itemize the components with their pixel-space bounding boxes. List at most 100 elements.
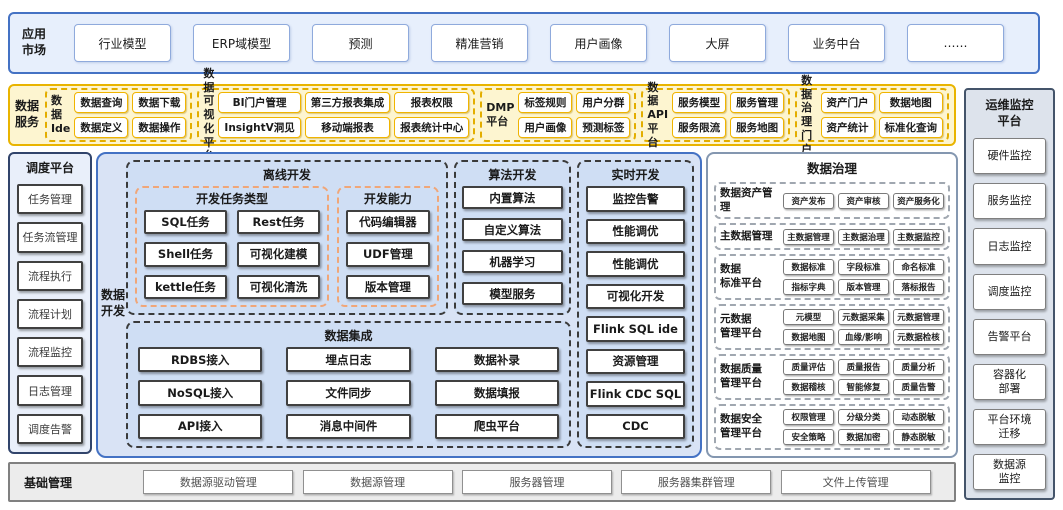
governance-chip[interactable]: 数据标准 [783,259,834,275]
ops-item[interactable]: 硬件监控 [973,138,1046,175]
service-chip[interactable]: 资产统计 [820,117,875,138]
base-management-item[interactable]: 数据源驱动管理 [143,470,294,494]
governance-chip[interactable]: 元数据检核 [893,329,944,345]
governance-chip[interactable]: 动态脱敏 [893,409,944,425]
realtime-item[interactable]: 性能调优 [586,218,685,244]
governance-chip[interactable]: 元数据采集 [838,309,889,325]
governance-chip[interactable]: 数据地图 [783,329,834,345]
service-chip[interactable]: 移动端报表 [304,117,391,138]
governance-chip[interactable]: 资产服务化 [893,192,944,209]
application-item[interactable]: ERP域模型 [193,24,290,62]
governance-chip[interactable]: 数据加密 [838,429,889,445]
base-management-item[interactable]: 数据源管理 [302,470,453,494]
governance-chip[interactable]: 主数据治理 [838,228,889,245]
governance-chip[interactable]: 质量报告 [838,359,889,375]
ops-item[interactable]: 数据源 监控 [973,453,1046,491]
algorithm-item[interactable]: 机器学习 [461,250,563,273]
dev-capability-item[interactable]: 版本管理 [345,274,430,299]
dev-task-item[interactable]: Shell任务 [144,242,227,267]
integration-item[interactable]: 消息中间件 [286,413,411,439]
application-item[interactable]: 精准营销 [431,24,528,62]
algorithm-item[interactable]: 内置算法 [461,186,563,209]
realtime-item[interactable]: 可视化开发 [586,283,685,309]
service-chip[interactable]: 用户分群 [576,92,631,113]
governance-chip[interactable]: 资产发布 [783,192,834,209]
base-management-item[interactable]: 服务器管理 [461,470,612,494]
service-chip[interactable]: 标准化查询 [878,117,943,138]
governance-chip[interactable]: 落标报告 [893,279,944,295]
realtime-item[interactable]: Flink CDC SQL [586,381,685,407]
dev-task-item[interactable]: 可视化建模 [236,242,320,267]
ops-item[interactable]: 调度监控 [973,273,1046,310]
service-chip[interactable]: 用户画像 [518,117,573,138]
ops-item[interactable]: 服务监控 [973,183,1046,220]
application-item[interactable]: 大屏 [669,24,766,62]
integration-item[interactable]: RDBS接入 [138,347,263,373]
service-chip[interactable]: 数据定义 [74,117,129,138]
governance-chip[interactable]: 主数据监控 [893,228,944,245]
service-chip[interactable]: BI门户管理 [218,92,301,113]
realtime-item[interactable]: 监控告警 [586,186,685,212]
application-item[interactable]: …… [907,24,1004,62]
integration-item[interactable]: 数据补录 [434,347,559,373]
service-chip[interactable]: 数据操作 [132,117,187,138]
application-item[interactable]: 业务中台 [788,24,885,62]
ops-item[interactable]: 告警平台 [973,318,1046,355]
base-management-item[interactable]: 服务器集群管理 [621,470,772,494]
governance-chip[interactable]: 字段标准 [838,259,889,275]
governance-chip[interactable]: 资产审核 [838,192,889,209]
governance-chip[interactable]: 智能修复 [838,379,889,395]
governance-chip[interactable]: 命名标准 [893,259,944,275]
governance-chip[interactable]: 质量告警 [893,379,944,395]
realtime-item[interactable]: 性能调优 [586,251,685,277]
governance-chip[interactable]: 血缘/影响 [838,329,889,345]
service-chip[interactable]: 数据查询 [74,92,129,113]
application-item[interactable]: 预测 [312,24,409,62]
dev-task-item[interactable]: kettle任务 [144,274,227,299]
service-chip[interactable]: 标签规则 [518,92,573,113]
dev-capability-item[interactable]: UDF管理 [345,242,430,267]
service-chip[interactable]: 数据下载 [132,92,187,113]
dev-task-item[interactable]: 可视化清洗 [236,274,320,299]
service-chip[interactable]: 服务地图 [730,117,785,138]
integration-item[interactable]: 文件同步 [286,380,411,406]
governance-chip[interactable]: 指标字典 [783,279,834,295]
governance-chip[interactable]: 主数据管理 [783,228,834,245]
base-management-item[interactable]: 文件上传管理 [780,470,931,494]
governance-chip[interactable]: 元模型 [783,309,834,325]
governance-chip[interactable]: 安全策略 [783,429,834,445]
algorithm-item[interactable]: 自定义算法 [461,218,563,241]
ops-item[interactable]: 平台环境 迁移 [973,408,1046,445]
integration-item[interactable]: NoSQL接入 [138,380,263,406]
service-chip[interactable]: 服务限流 [672,117,727,138]
scheduler-item[interactable]: 调度告警 [17,413,83,444]
application-item[interactable]: 行业模型 [74,24,171,62]
service-chip[interactable]: InsightV洞见 [218,117,301,138]
dev-task-item[interactable]: Rest任务 [236,210,320,235]
application-item[interactable]: 用户画像 [550,24,647,62]
algorithm-item[interactable]: 模型服务 [461,282,563,305]
scheduler-item[interactable]: 流程监控 [17,337,83,368]
governance-chip[interactable]: 版本管理 [838,279,889,295]
integration-item[interactable]: 数据填报 [434,380,559,406]
service-chip[interactable]: 预测标签 [576,117,631,138]
dev-capability-item[interactable]: 代码编辑器 [345,210,430,235]
service-chip[interactable]: 数据地图 [878,92,943,113]
dev-task-item[interactable]: SQL任务 [144,210,227,235]
ops-item[interactable]: 容器化 部署 [973,363,1046,400]
service-chip[interactable]: 服务模型 [672,92,727,113]
scheduler-item[interactable]: 任务管理 [17,184,83,215]
realtime-item[interactable]: CDC [586,413,685,439]
scheduler-item[interactable]: 日志管理 [17,375,83,406]
service-chip[interactable]: 第三方报表集成 [304,92,391,113]
governance-chip[interactable]: 分级分类 [838,409,889,425]
scheduler-item[interactable]: 流程执行 [17,260,83,291]
service-chip[interactable]: 报表统计中心 [394,117,470,138]
governance-chip[interactable]: 静态脱敏 [893,429,944,445]
scheduler-item[interactable]: 流程计划 [17,298,83,330]
integration-item[interactable]: 爬虫平台 [434,413,559,439]
ops-item[interactable]: 日志监控 [973,228,1046,265]
governance-chip[interactable]: 质量分析 [893,359,944,375]
governance-chip[interactable]: 权限管理 [783,409,834,425]
service-chip[interactable]: 服务管理 [730,92,785,113]
